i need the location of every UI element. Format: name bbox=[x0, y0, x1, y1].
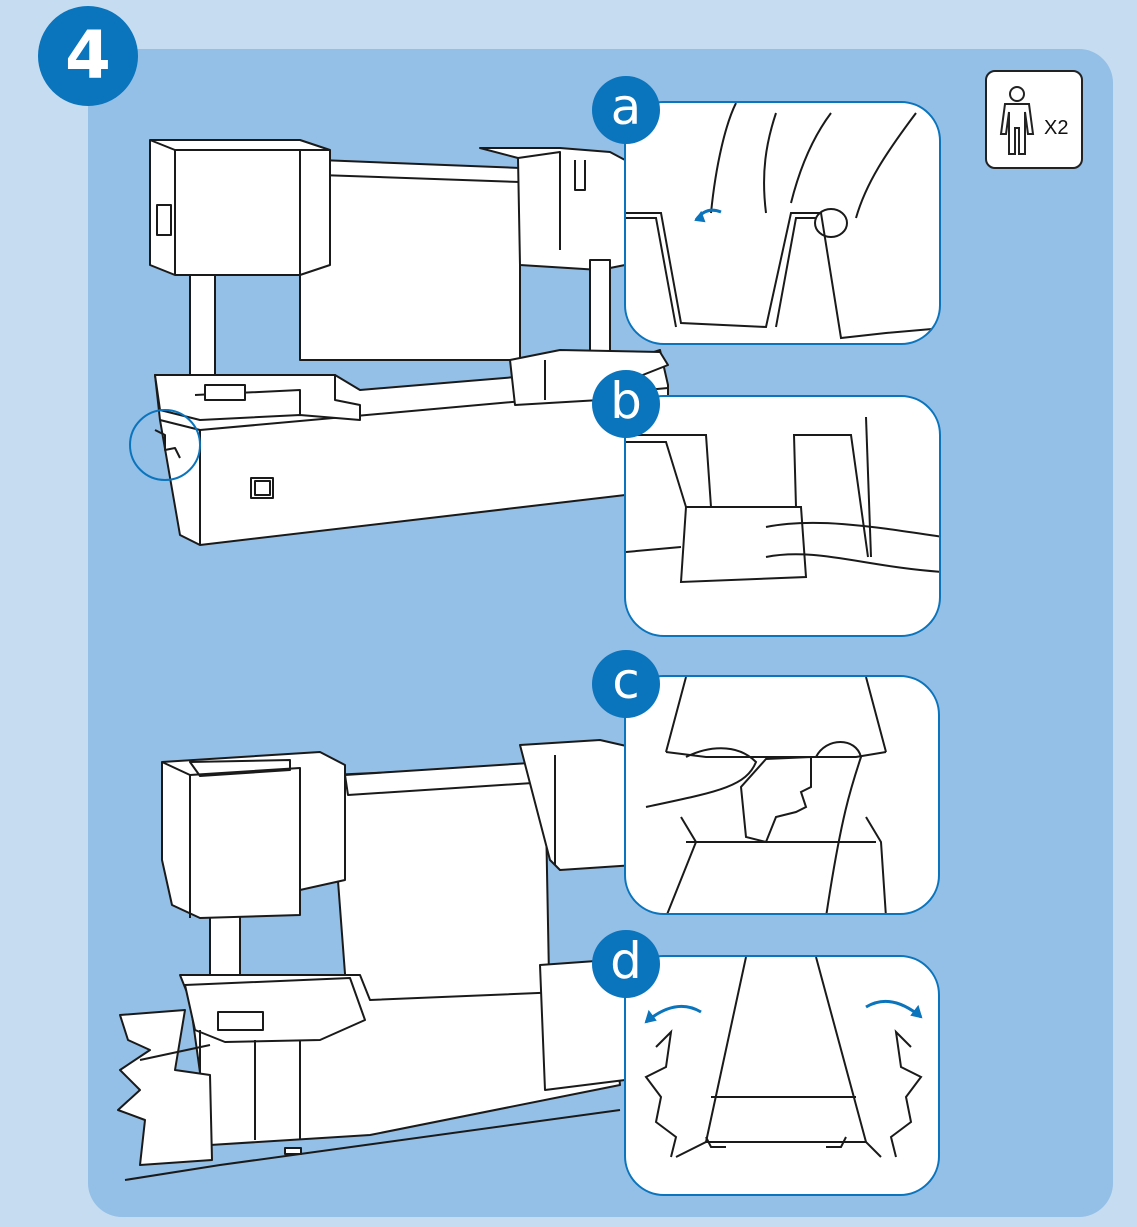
person-icon bbox=[999, 86, 1035, 155]
packaging-box-upper bbox=[129, 139, 669, 546]
people-count-label: X2 bbox=[1044, 117, 1069, 139]
inset-a-detail bbox=[624, 101, 941, 345]
packaging-box-lower bbox=[117, 739, 636, 1181]
inset-b-letter: b bbox=[592, 370, 660, 438]
inset-d-letter: d bbox=[592, 930, 660, 998]
inset-c-letter: c bbox=[592, 650, 660, 718]
inset-b-detail bbox=[624, 395, 941, 637]
inset-c-detail bbox=[624, 675, 940, 915]
step-number-badge: 4 bbox=[38, 6, 138, 106]
inset-a-letter: a bbox=[592, 76, 660, 144]
inset-d-detail bbox=[624, 955, 940, 1196]
people-required-box: X2 bbox=[985, 70, 1083, 169]
